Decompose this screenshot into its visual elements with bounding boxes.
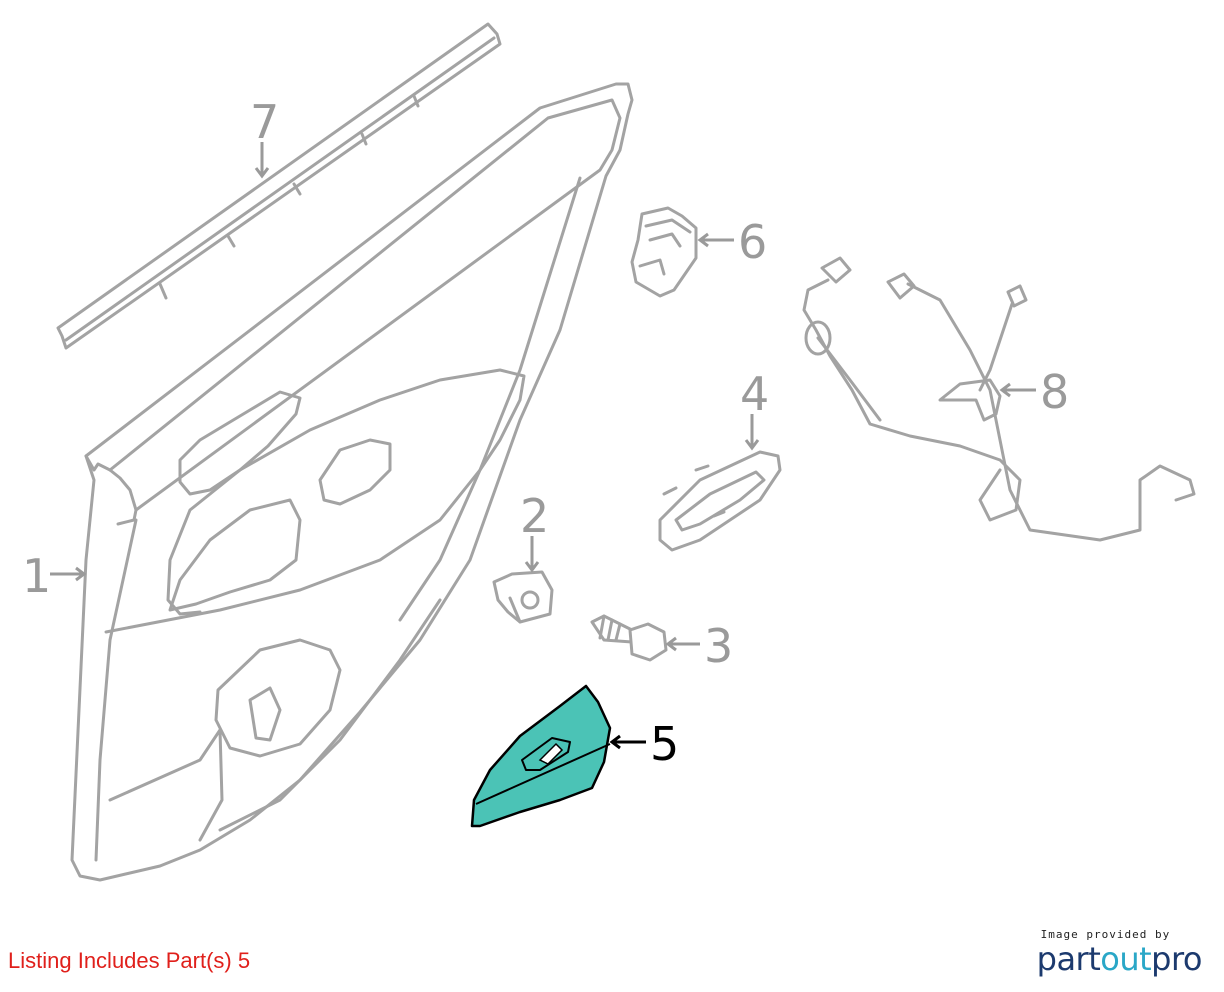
brand-wordmark: partoutpro xyxy=(1036,940,1203,978)
listing-note: Listing Includes Part(s) 5 xyxy=(8,948,251,973)
part-7-belt-moulding xyxy=(56,22,502,350)
part-1-door-trim-panel xyxy=(70,82,634,882)
callout-1: 1 xyxy=(22,549,87,603)
callout-3: 3 xyxy=(665,619,733,673)
provider-logo: Image provided by partoutpro xyxy=(1036,928,1203,978)
brand-part1: part xyxy=(1036,940,1101,978)
part-2-clip xyxy=(492,570,554,624)
brand-part3: pro xyxy=(1151,940,1202,978)
callout-4: 4 xyxy=(740,367,769,451)
callout-5-number: 5 xyxy=(650,717,679,771)
part-8-wire-harness xyxy=(802,256,1196,542)
provider-credit: Image provided by xyxy=(1040,928,1171,941)
callout-6-number: 6 xyxy=(738,215,767,269)
callout-7-number: 7 xyxy=(250,95,279,149)
callout-8: 8 xyxy=(999,365,1069,419)
brand-part2: out xyxy=(1100,940,1152,978)
callout-7: 7 xyxy=(250,95,279,179)
part-3-bolt xyxy=(590,614,668,662)
callout-6: 6 xyxy=(697,215,767,269)
callout-4-number: 4 xyxy=(740,367,769,421)
callout-2-number: 2 xyxy=(520,489,549,543)
callout-5: 5 xyxy=(609,717,679,771)
callout-1-number: 1 xyxy=(22,549,51,603)
callout-3-number: 3 xyxy=(704,619,733,673)
part-6-window-switch xyxy=(630,206,698,298)
part-5-switch-bezel xyxy=(470,684,612,828)
callout-2: 2 xyxy=(520,489,549,573)
part-4-handle-bezel xyxy=(658,450,782,552)
callout-8-number: 8 xyxy=(1040,365,1069,419)
